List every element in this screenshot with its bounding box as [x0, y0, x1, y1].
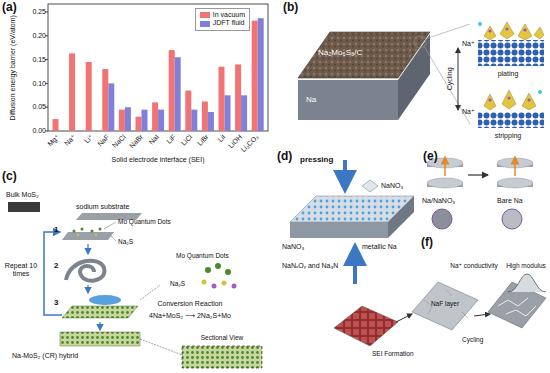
step-number: 2 [54, 262, 58, 271]
annotation: Na⁺ [462, 108, 475, 116]
legend-row: In vacuum [200, 11, 245, 19]
sei-illustration [334, 274, 546, 346]
annotation: NaNO₃ [381, 182, 403, 190]
legend-text: JDFT fluid [213, 19, 245, 27]
tick-label: 0.25 [32, 8, 46, 16]
annotation: NaF layer [431, 300, 459, 307]
category-label: Na⁺ [63, 133, 77, 147]
legend-swatch [200, 12, 210, 18]
panel-letter: (d) [277, 150, 292, 163]
annotation: Na⁺ [462, 40, 475, 48]
annotation: Bare Na [497, 197, 523, 205]
panel-letter: (b) [283, 1, 298, 14]
step-number: 3 [54, 299, 58, 308]
annotation: SEI Formation [372, 350, 414, 357]
legend-row: JDFT fluid [200, 19, 245, 27]
annotation: stripping [495, 132, 521, 140]
annotation: NaNO₃ [282, 243, 304, 251]
category-label: Mg⁺ [46, 133, 61, 148]
annotation: High modulus [506, 262, 546, 269]
tick-label: 0.10 [32, 80, 46, 88]
annotation: Mo Quantum Dots [118, 218, 171, 225]
annotation: pressing [300, 156, 333, 165]
panel-letter: (f) [421, 236, 433, 249]
disc-illustration [427, 157, 533, 229]
annotation: Conversion Reaction [158, 300, 223, 308]
annotation: Na₂S [170, 280, 185, 287]
legend-box: In vacuumJDFT fluid [195, 8, 250, 31]
molecule-cluster [202, 263, 237, 289]
legend-text: In vacuum [213, 11, 245, 19]
category-label: NaF [96, 133, 111, 148]
annotation: Na₂Mo₆S₈/C [318, 49, 362, 58]
panel-letter: (c) [2, 170, 17, 183]
annotation: plating [498, 70, 519, 78]
tick-label: 0.05 [32, 103, 46, 111]
tick-label: 0.15 [32, 56, 46, 64]
category-label: NaI [148, 133, 161, 146]
legend-swatch [200, 21, 210, 27]
category-label: Li₂CO₃ [240, 133, 261, 154]
annotation: Na [306, 96, 316, 105]
annotation: Cycling [462, 336, 483, 343]
annotation: Mo Quantum Dots [176, 252, 229, 259]
annotation: Sectional View [201, 334, 244, 341]
tick-label: 0.20 [32, 32, 46, 40]
axis-title: Solid electrode interface (SEI) [112, 156, 205, 164]
step-number: 1 [54, 226, 58, 235]
category-label: Li⁺ [82, 133, 94, 145]
annotation: Bulk MoS₂ [6, 191, 39, 199]
category-label: LiF [165, 133, 177, 145]
plating-illustration [298, 22, 544, 128]
category-label: NaBr [128, 133, 145, 150]
annotation: Na/NaNO₃ [422, 197, 455, 205]
annotation: Na-MoS₂ (CR) hybrid [12, 352, 78, 360]
annotation: sodium substrate [76, 203, 129, 211]
annotation: Cycling [445, 68, 453, 91]
annotation: metallic Na [362, 243, 397, 251]
panel-letter: (a) [2, 1, 17, 14]
annotation: 4Na+MoS₂ ⟶ 2Na₂S+Mo [149, 312, 231, 320]
annotation: Na₂S [118, 238, 133, 245]
panel-letter: (e) [423, 150, 438, 163]
category-label: LiBr [196, 133, 210, 147]
conversion-illustration [8, 202, 262, 368]
category-label: LiI [217, 133, 228, 144]
category-label: NaCl [111, 133, 127, 149]
annotation: Repeat 10 times [3, 262, 39, 277]
axis-title: Diffusion energy barrier (eV/atom) [9, 15, 17, 120]
tick-label: 0.00 [32, 127, 46, 135]
category-label: LiCl [180, 133, 194, 147]
annotation: NaNₓOᵧ and Na₃N [282, 262, 338, 270]
bar-chart [45, 4, 268, 131]
annotation: Na⁺ conductivity [450, 262, 498, 269]
